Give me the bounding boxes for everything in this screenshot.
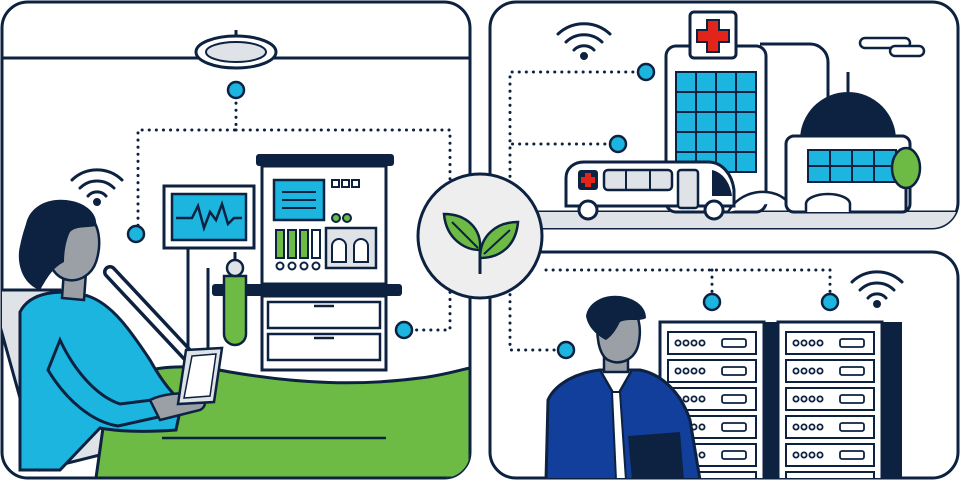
- hospital-campus-panel: [488, 0, 960, 230]
- network-node: [636, 62, 656, 82]
- network-node: [394, 320, 414, 340]
- vital-monitor: [162, 184, 256, 380]
- server-led: [698, 451, 706, 459]
- server-unit: [785, 387, 875, 411]
- server-unit: [667, 471, 757, 478]
- network-node: [226, 80, 246, 100]
- tablet-icon: [176, 346, 224, 406]
- hospital-cross-icon: [688, 10, 738, 60]
- businessman: [544, 295, 702, 478]
- ambulance-icon: [564, 160, 736, 221]
- server-led: [698, 367, 706, 375]
- server-led: [816, 423, 824, 431]
- server-drive-slot: [839, 366, 865, 376]
- medical-machine: [206, 154, 402, 380]
- server-unit: [785, 471, 875, 478]
- network-node: [608, 134, 628, 154]
- server-led: [808, 395, 816, 403]
- network-node: [702, 292, 722, 312]
- server-led: [800, 395, 808, 403]
- server-units: [667, 331, 875, 478]
- network-lines: [508, 252, 832, 352]
- server-drive-slot: [839, 422, 865, 432]
- server-led: [792, 339, 800, 347]
- server-drive-slot: [839, 450, 865, 460]
- server-led: [816, 395, 824, 403]
- server-led: [808, 367, 816, 375]
- wifi-icon: [850, 270, 904, 308]
- server-drive-slot: [721, 394, 747, 404]
- server-led: [690, 339, 698, 347]
- server-led: [808, 451, 816, 459]
- leaf-sprout-icon: [442, 212, 520, 274]
- server-led: [698, 339, 706, 347]
- ceiling-light-icon: [194, 30, 278, 70]
- server-led: [800, 367, 808, 375]
- server-unit: [785, 359, 875, 383]
- server-led: [698, 395, 706, 403]
- server-drive-slot: [839, 338, 865, 348]
- patient: [18, 199, 224, 472]
- server-led: [808, 339, 816, 347]
- server-drive-slot: [721, 450, 747, 460]
- server-led: [698, 423, 706, 431]
- server-led: [792, 423, 800, 431]
- network-node: [126, 224, 146, 244]
- central-hub: [416, 172, 544, 300]
- wifi-icon: [556, 22, 612, 60]
- server-unit: [785, 415, 875, 439]
- server-unit: [785, 443, 875, 467]
- network-node: [820, 292, 840, 312]
- server-led: [808, 423, 816, 431]
- hospital-wing: [784, 72, 922, 214]
- server-drive-slot: [839, 394, 865, 404]
- server-room-panel: [488, 250, 960, 480]
- server-led: [800, 423, 808, 431]
- server-led: [792, 395, 800, 403]
- server-led: [690, 395, 698, 403]
- server-led: [682, 367, 690, 375]
- server-led: [792, 367, 800, 375]
- server-led: [816, 451, 824, 459]
- server-led: [816, 339, 824, 347]
- patient-room-panel: [0, 0, 472, 480]
- server-led: [674, 367, 682, 375]
- server-led: [816, 367, 824, 375]
- wifi-icon: [70, 168, 124, 206]
- network-lines: [508, 70, 642, 228]
- cloud-icon: [858, 36, 926, 58]
- server-led: [792, 451, 800, 459]
- server-drive-slot: [721, 366, 747, 376]
- server-drive-slot: [721, 422, 747, 432]
- server-unit: [667, 331, 757, 355]
- server-led: [682, 339, 690, 347]
- network-node: [556, 340, 576, 360]
- server-led: [800, 339, 808, 347]
- server-led: [800, 451, 808, 459]
- server-led: [674, 339, 682, 347]
- server-led: [690, 367, 698, 375]
- tree-icon: [890, 146, 922, 212]
- server-led: [682, 395, 690, 403]
- server-unit: [785, 331, 875, 355]
- server-drive-slot: [721, 338, 747, 348]
- server-unit: [667, 359, 757, 383]
